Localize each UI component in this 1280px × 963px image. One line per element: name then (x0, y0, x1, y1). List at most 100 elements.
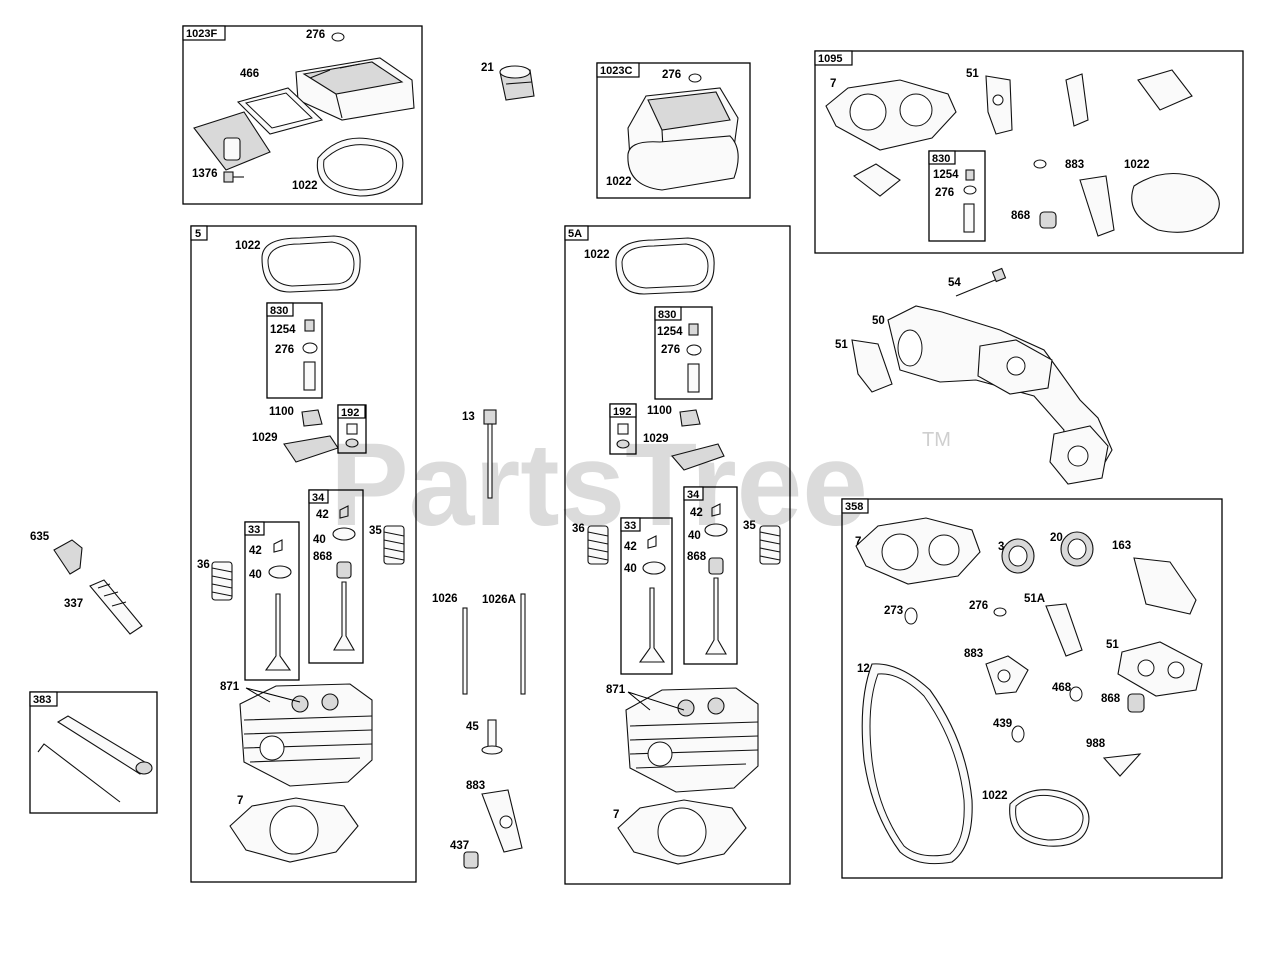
valve-cover-part (295, 57, 415, 121)
stud-830-c-part (963, 203, 975, 233)
washer-830-a-part (302, 342, 318, 354)
exhaust-manifold-part (887, 305, 1113, 485)
label-42-b: 42 (249, 545, 262, 557)
spark-plug-part (89, 579, 143, 635)
label-35-a: 35 (369, 525, 382, 537)
group-33-b-tag: 33 (624, 520, 636, 532)
group-358-box (841, 498, 1223, 879)
group-830-c-box (928, 150, 986, 242)
group-830-c-tag-box (928, 150, 956, 165)
group-5-box (190, 225, 417, 883)
group-5A-box (564, 225, 791, 885)
label-21: 21 (481, 62, 494, 74)
label-1022-f: 1022 (982, 790, 1008, 802)
intake-gasket-part (1065, 73, 1089, 127)
label-276-d: 276 (275, 344, 294, 356)
carb-gasket-part (1137, 69, 1193, 111)
screw-part (223, 171, 244, 183)
label-7-a: 7 (830, 78, 836, 90)
washer-c-part (688, 73, 702, 83)
label-40-d: 40 (624, 563, 637, 575)
label-7-b: 7 (237, 795, 243, 807)
label-988: 988 (1086, 738, 1106, 750)
intake-valve-b-part (638, 587, 666, 663)
bolt-1254-a-part (304, 319, 315, 332)
rocker-pivot-b-part (679, 409, 701, 427)
label-871-b: 871 (606, 684, 626, 696)
exhaust-bolt-part (955, 277, 1001, 297)
head-bolt-part (483, 409, 497, 499)
group-1095-box (814, 50, 1244, 254)
label-45: 45 (466, 721, 479, 733)
group-34-a-tag-box (308, 489, 329, 504)
group-34-b-tag-box (683, 486, 704, 501)
group-192-b-tag-box (609, 403, 637, 418)
spark-plug-boot-part (53, 539, 83, 575)
valve-seal-868-358-part (1127, 693, 1145, 713)
label-12: 12 (857, 663, 870, 675)
group-1095-tag: 1095 (818, 53, 842, 65)
gasket-51A-part (1045, 603, 1083, 657)
group-1023F-tag-box (182, 25, 226, 41)
washer-1095-part (1033, 159, 1047, 169)
intake-valve-a-part (264, 593, 292, 671)
gasket-883-part (1079, 175, 1115, 237)
valve-spring-35-b-part (759, 525, 781, 565)
push-rod-guide-part (481, 719, 503, 755)
group-34-b-box (683, 486, 738, 665)
oil-seal-20-part (1060, 531, 1094, 567)
group-830-b-box (654, 306, 713, 400)
group-1023F-box (182, 25, 423, 205)
label-51-b: 51 (835, 339, 848, 351)
group-192-a-tag: 192 (341, 407, 359, 419)
bolt-1254-c-part (965, 169, 975, 181)
group-830-b-tag-box (654, 306, 682, 321)
label-51A: 51A (1024, 593, 1045, 605)
group-34-b-tag: 34 (687, 489, 700, 501)
label-163: 163 (1112, 540, 1131, 552)
cylinder-head-b-part (625, 687, 759, 793)
label-1254-b: 1254 (270, 324, 296, 336)
label-868-d: 868 (1101, 693, 1121, 705)
label-468: 468 (1052, 682, 1072, 694)
cylinder-head-a-part (239, 683, 373, 787)
label-35-b: 35 (743, 520, 756, 532)
group-5-tag: 5 (195, 228, 201, 240)
group-33-a-tag: 33 (248, 524, 260, 536)
label-1254-c: 1254 (657, 326, 683, 338)
exhaust-valve-b-part (705, 577, 727, 655)
cover-gasket-c-part (627, 135, 739, 191)
label-1100-b: 1100 (647, 405, 672, 417)
stud-830-b-part (687, 363, 700, 393)
group-34-a-box (308, 489, 364, 664)
label-337: 337 (64, 598, 83, 610)
group-33-b-box (620, 517, 673, 675)
label-36-b: 36 (572, 523, 585, 535)
crankcase-gasket-12-part (861, 663, 973, 865)
group-830-a-tag-box (266, 302, 294, 317)
rocker-pivot-a-part (301, 409, 323, 427)
washer-part (331, 32, 345, 42)
breather-cover-part (193, 111, 271, 171)
washer-439-part (1011, 725, 1025, 743)
cover-gasket-1095-part (1131, 173, 1220, 233)
push-rod-1026A-part (520, 593, 526, 695)
label-273: 273 (884, 605, 903, 617)
label-1026: 1026 (432, 593, 458, 605)
label-868-a: 868 (1011, 210, 1031, 222)
label-439: 439 (993, 718, 1012, 730)
label-7-d: 7 (855, 536, 861, 548)
label-871-a: 871 (220, 681, 240, 693)
group-358-tag-box (841, 498, 869, 514)
washer-273-part (904, 607, 918, 625)
label-20: 20 (1050, 532, 1063, 544)
spark-plug-wrench-part (37, 715, 153, 803)
valve-seal-868-part (1039, 211, 1057, 229)
group-5A-tag-box (564, 225, 589, 241)
label-883-c: 883 (964, 648, 983, 660)
watermark-trademark: TM (922, 429, 951, 451)
label-1022-d: 1022 (235, 240, 261, 252)
label-1022-b: 1022 (606, 176, 632, 188)
push-rod-1026-part (462, 607, 468, 695)
label-40-a: 40 (313, 534, 326, 546)
